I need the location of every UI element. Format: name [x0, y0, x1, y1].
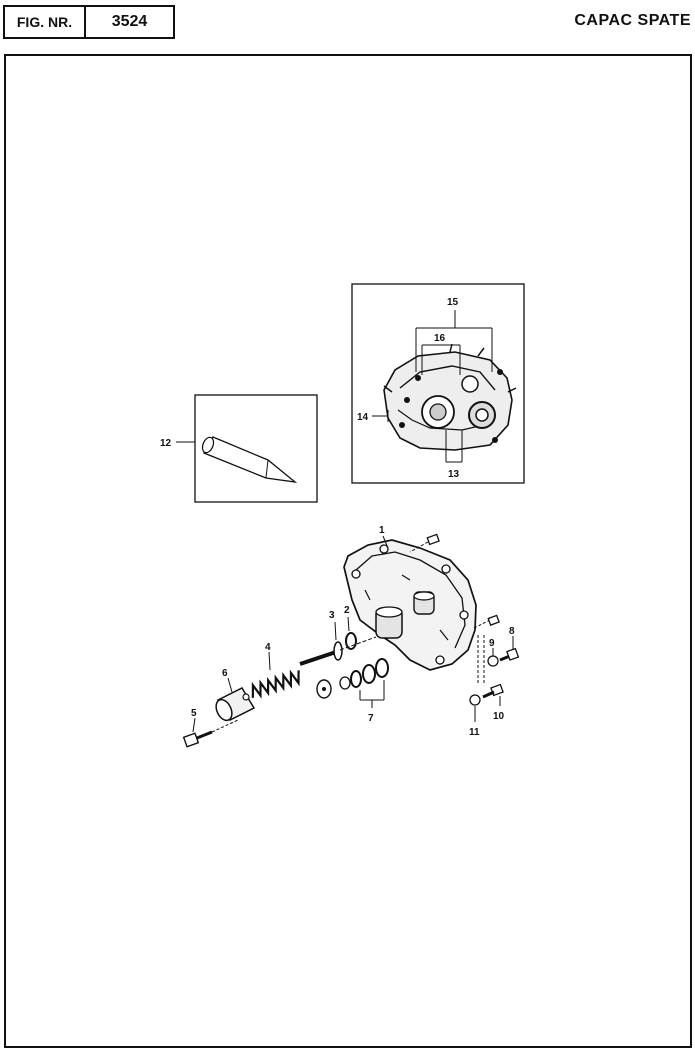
page-title: CAPAC SPATE	[574, 12, 691, 29]
callout-7: 7	[368, 713, 374, 724]
cover-housing: 1	[343, 525, 477, 671]
callout-6: 6	[222, 668, 228, 679]
callout-12: 12	[160, 438, 172, 449]
case-inset: 15 16 14 13	[351, 283, 525, 484]
callout-13: 13	[448, 469, 460, 480]
callout-15: 15	[447, 297, 459, 308]
figure-number-label: FIG. NR.	[5, 7, 86, 37]
shim-washers: 7	[316, 658, 389, 724]
plug-cap: 6	[215, 668, 256, 722]
callout-3: 3	[329, 610, 335, 621]
diagram-frame	[4, 54, 692, 1048]
callout-11: 11	[469, 727, 480, 738]
callout-1: 1	[379, 525, 385, 536]
sealant-inset: 12	[160, 394, 318, 503]
callout-14: 14	[357, 412, 369, 423]
o-ring: 2	[344, 605, 357, 650]
figure-number-box: FIG. NR. 3524	[3, 5, 175, 39]
callout-2: 2	[344, 605, 350, 616]
valve-shaft: 3	[299, 610, 377, 666]
bolt-5: 5	[182, 708, 239, 748]
callout-10: 10	[493, 711, 505, 722]
spring: 4	[251, 642, 300, 699]
callout-4: 4	[265, 642, 271, 653]
callout-16: 16	[434, 333, 446, 344]
callout-5: 5	[191, 708, 197, 719]
side-fasteners: 8 9 10 11	[469, 614, 520, 738]
callout-8: 8	[509, 626, 515, 637]
callout-9: 9	[489, 638, 495, 649]
figure-number-value: 3524	[111, 13, 148, 30]
